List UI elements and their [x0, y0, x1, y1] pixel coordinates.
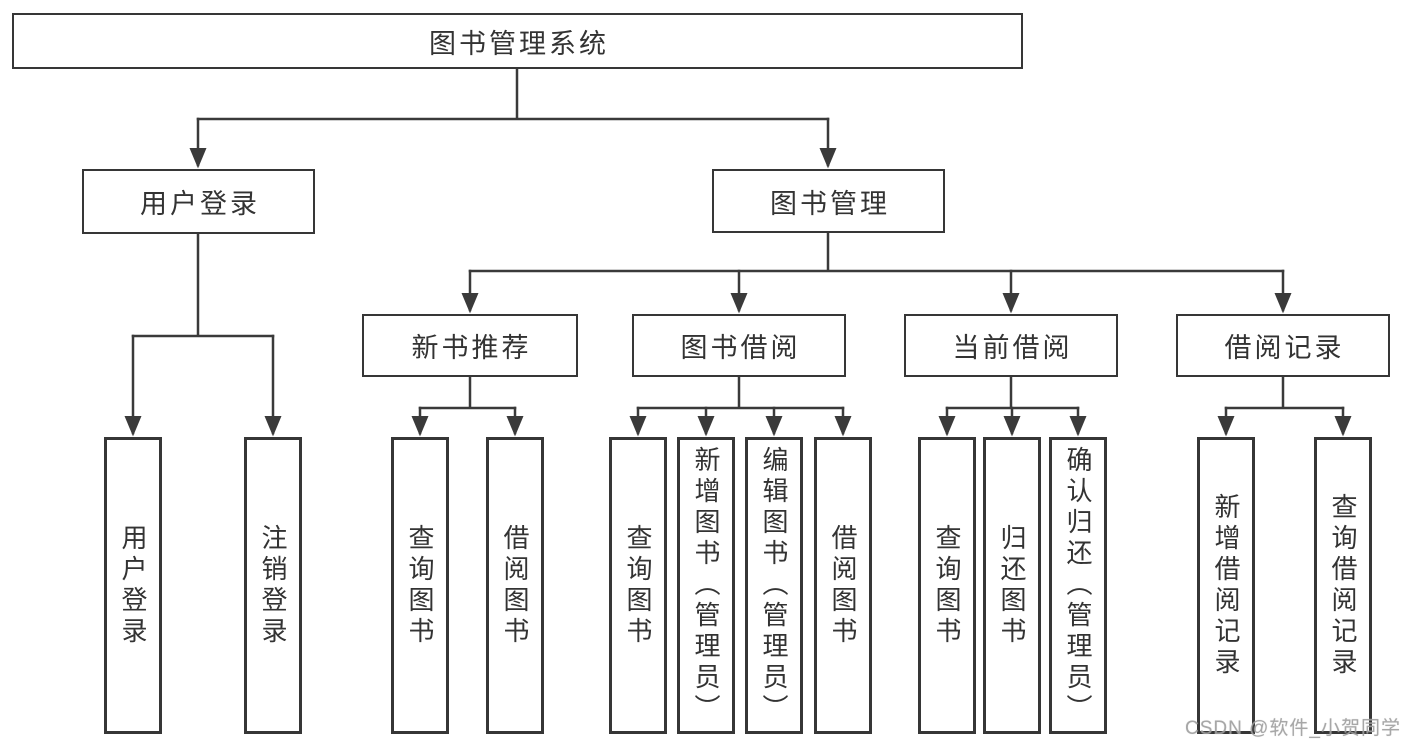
node-leaf-br-add-record-label: 新增借阅记录 [1211, 492, 1241, 679]
node-book-borrow-label: 图书借阅 [680, 333, 801, 363]
node-leaf-bb-query-books-label: 查询图书 [623, 523, 653, 648]
node-leaf-bb-edit-books: 编辑图书（管理员） [745, 437, 803, 734]
node-book-management-label: 图书管理 [770, 188, 890, 219]
node-new-book-recommend: 新书推荐 [362, 314, 578, 377]
node-leaf-bb-add-books: 新增图书（管理员） [677, 437, 735, 734]
node-borrow-records-label: 借阅记录 [1224, 333, 1345, 363]
node-leaf-br-query-record-label: 查询借阅记录 [1328, 492, 1358, 679]
node-leaf-bb-edit-books-label: 编辑图书（管理员） [759, 446, 789, 725]
node-leaf-bb-borrow-books: 借阅图书 [814, 437, 872, 734]
node-leaf-cb-return-books: 归还图书 [983, 437, 1041, 734]
node-user-login-label: 用户登录 [140, 189, 260, 219]
node-current-borrow: 当前借阅 [904, 314, 1118, 377]
node-leaf-login: 用户登录 [104, 437, 162, 734]
node-leaf-br-add-record: 新增借阅记录 [1197, 437, 1255, 734]
node-book-management: 图书管理 [712, 169, 945, 233]
node-leaf-nbr-query-books-label: 查询图书 [405, 523, 435, 648]
node-leaf-bb-add-books-label: 新增图书（管理员） [691, 446, 721, 725]
node-leaf-nbr-borrow-books-label: 借阅图书 [500, 523, 530, 648]
node-current-borrow-label: 当前借阅 [952, 333, 1073, 363]
node-new-book-recommend-label: 新书推荐 [411, 333, 532, 363]
node-leaf-login-label: 用户登录 [118, 523, 148, 648]
node-leaf-cb-confirm-return: 确认归还（管理员） [1049, 437, 1107, 734]
node-leaf-nbr-query-books: 查询图书 [391, 437, 449, 734]
node-leaf-cb-confirm-return-label: 确认归还（管理员） [1063, 446, 1093, 725]
csdn-watermark: CSDN @软件_小贺同学 [1185, 718, 1401, 739]
node-leaf-cb-query-books: 查询图书 [918, 437, 976, 734]
node-borrow-records: 借阅记录 [1176, 314, 1390, 377]
node-leaf-br-query-record: 查询借阅记录 [1314, 437, 1372, 734]
node-user-login: 用户登录 [82, 169, 315, 234]
node-root: 图书管理系统 [12, 13, 1023, 69]
node-leaf-cb-query-books-label: 查询图书 [932, 523, 962, 648]
node-leaf-logout-label: 注销登录 [258, 523, 288, 648]
node-leaf-nbr-borrow-books: 借阅图书 [486, 437, 544, 734]
node-leaf-logout: 注销登录 [244, 437, 302, 734]
node-leaf-bb-borrow-books-label: 借阅图书 [828, 523, 858, 648]
node-leaf-bb-query-books: 查询图书 [609, 437, 667, 734]
node-book-borrow: 图书借阅 [632, 314, 846, 377]
node-root-label: 图书管理系统 [429, 28, 609, 59]
node-leaf-cb-return-books-label: 归还图书 [997, 523, 1027, 648]
